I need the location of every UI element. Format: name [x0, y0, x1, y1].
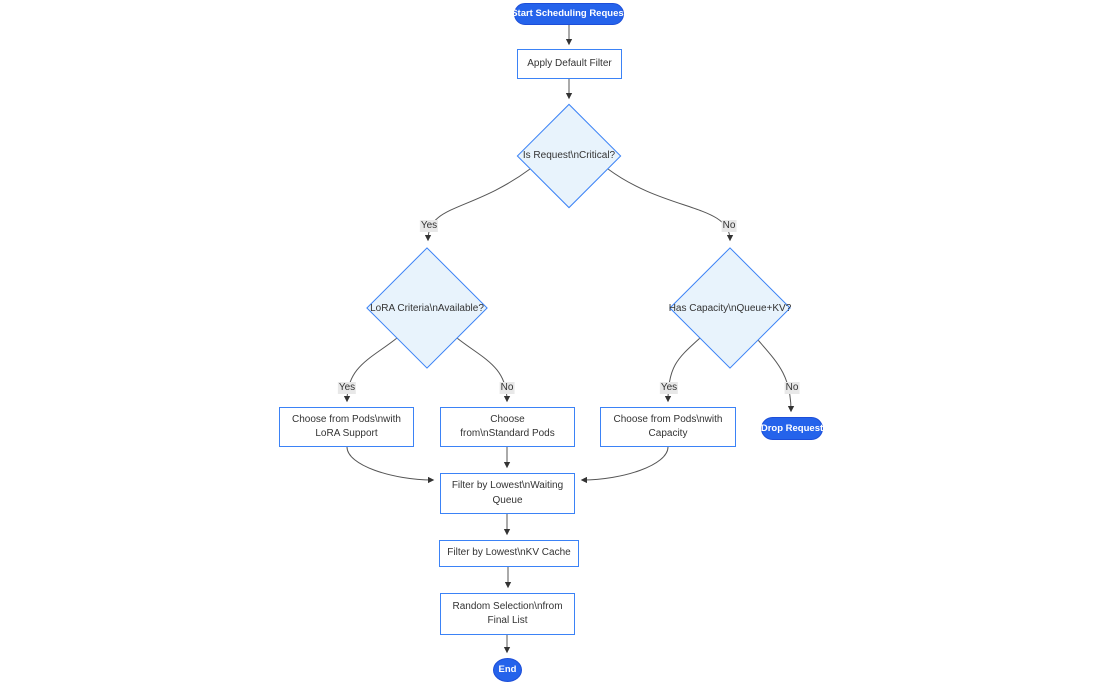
decision-label: Has Capacity\nQueue+KV?	[668, 302, 792, 314]
edge-label-critical-no: No	[721, 220, 737, 232]
edge-capacity-no	[757, 339, 795, 413]
node-has-capacity-queue-kv: Has Capacity\nQueue+KV?	[668, 247, 792, 369]
node-lora-criteria-available: LoRA Criteria\nAvailable?	[365, 247, 489, 369]
node-drop-request: Drop Request	[761, 417, 823, 440]
edge-lora-pods-to-queue	[346, 446, 435, 484]
node-end: End	[493, 658, 522, 682]
edge-label-capacity-no: No	[784, 382, 800, 394]
edge-critical-yes	[424, 168, 531, 242]
edge-label-lora-no: No	[499, 382, 515, 394]
decision-label: LoRA Criteria\nAvailable?	[370, 302, 484, 314]
node-filter-lowest-kv-cache: Filter by Lowest\nKV Cache	[439, 540, 579, 567]
edge-label-capacity-yes: Yes	[659, 382, 679, 394]
node-random-selection-final-list: Random Selection\nfrom Final List	[440, 593, 575, 635]
node-choose-pods-lora-support: Choose from Pods\nwith LoRA Support	[279, 407, 414, 447]
node-choose-pods-with-capacity: Choose from Pods\nwith Capacity	[600, 407, 736, 447]
edge-label-critical-yes: Yes	[419, 220, 439, 232]
node-choose-standard-pods: Choose from\nStandard Pods	[440, 407, 575, 447]
node-is-request-critical: Is Request\nCritical?	[516, 103, 622, 208]
node-start: Start Scheduling Request	[511, 3, 627, 25]
node-filter-lowest-waiting-queue: Filter by Lowest\nWaiting Queue	[440, 473, 575, 514]
node-apply-default-filter: Apply Default Filter	[517, 49, 622, 79]
edge-critical-no	[607, 168, 734, 242]
edge-capacity-pods-to-queue	[580, 446, 669, 484]
decision-label: Is Request\nCritical?	[522, 150, 616, 161]
edge-label-lora-yes: Yes	[337, 382, 357, 394]
